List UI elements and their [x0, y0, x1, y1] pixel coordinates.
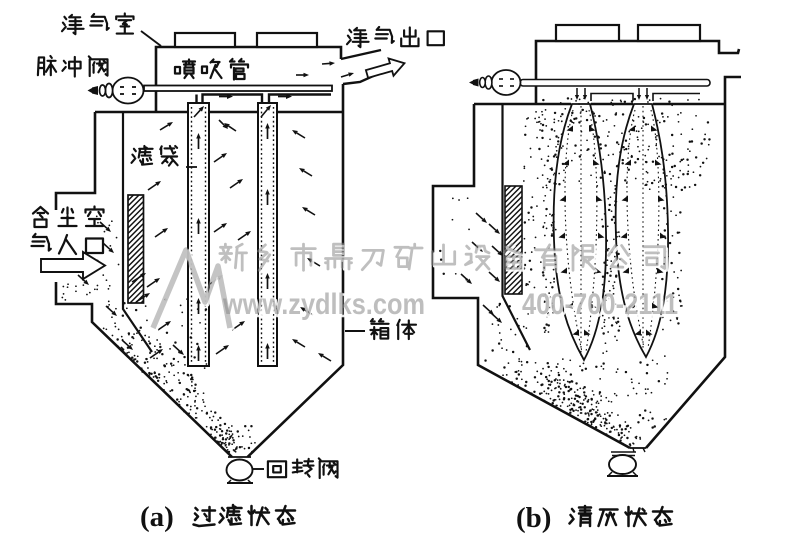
svg-text:400-700-2111: 400-700-2111	[522, 288, 678, 321]
svg-text:400-700-2111: 400-700-2111	[524, 290, 680, 323]
svg-text:(b): (b)	[516, 502, 551, 534]
svg-text:www.zydlks.com: www.zydlks.com	[222, 288, 425, 321]
svg-text:(a): (a)	[140, 501, 174, 533]
svg-text:www.zydlks.com: www.zydlks.com	[224, 290, 427, 323]
